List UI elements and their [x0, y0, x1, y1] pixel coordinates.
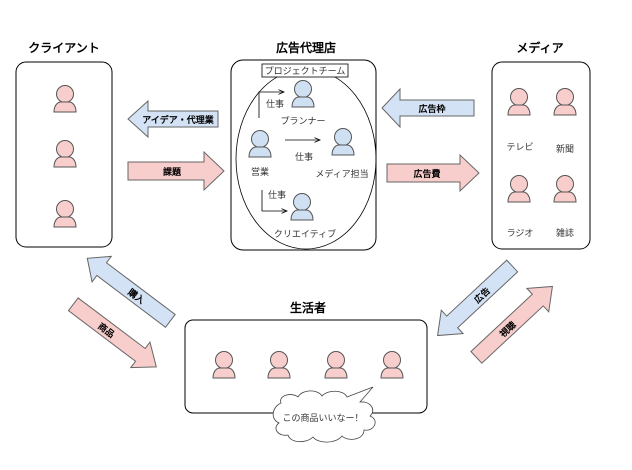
work-arrow-creative: [261, 190, 287, 211]
client-title: クライアント: [28, 41, 100, 55]
arrow-left-icon: [127, 99, 219, 139]
consumer-title: 生活者: [290, 300, 326, 315]
team-label: プロジェクトチーム: [265, 66, 346, 77]
agency-title: 広告代理店: [276, 40, 336, 55]
arrow-issue: 課題: [127, 150, 225, 192]
media-box: [491, 61, 591, 250]
media-item-magazine: 雑誌: [556, 227, 574, 239]
media-role-label: メディア担当: [315, 168, 368, 180]
work-label-planner: 仕事: [266, 98, 284, 110]
work-arrow-planner: [258, 92, 284, 118]
arrow-ad-fee: 広告費: [386, 153, 480, 193]
planner-label: プランナー: [280, 116, 325, 127]
arrow-advertising: 広告: [436, 259, 519, 337]
arrow-ad-fee-label: 広告費: [413, 168, 440, 180]
arrow-issue-label: 課題: [163, 166, 182, 178]
media-item-tv: テレビ: [506, 142, 533, 153]
media-item-newspaper: 新聞: [556, 143, 574, 155]
team-label-box: [261, 63, 349, 78]
arrow-down-left-icon: [436, 259, 519, 337]
arrow-ad-space: 広告枠: [381, 87, 475, 129]
work-label-creative: 仕事: [268, 189, 286, 201]
arrow-up-left-icon: [86, 255, 176, 328]
media-title: メディア: [516, 40, 563, 55]
arrow-product: 商品: [67, 297, 157, 369]
speech-cloud: この商品いいなー！: [272, 386, 376, 443]
arrow-idea: アイデア・代理業: [127, 99, 219, 139]
arrow-idea-label: アイデア・代理業: [142, 114, 215, 126]
creative-label: クリエイティブ: [274, 228, 336, 240]
sales-label: 営業: [251, 166, 269, 178]
speech-cloud-shape: [272, 386, 376, 443]
arrow-ad-space-label: 広告枠: [418, 103, 445, 115]
arrow-right-icon: [127, 150, 225, 192]
arrow-right-icon: [386, 153, 480, 193]
arrow-down-right-icon: [67, 297, 157, 369]
media-item-radio: ラジオ: [507, 228, 534, 239]
arrow-up-right-icon: [470, 285, 554, 364]
speech-text: この商品いいなー！: [282, 412, 363, 424]
arrow-left-icon: [381, 87, 475, 129]
work-label-media: 仕事: [295, 151, 313, 163]
